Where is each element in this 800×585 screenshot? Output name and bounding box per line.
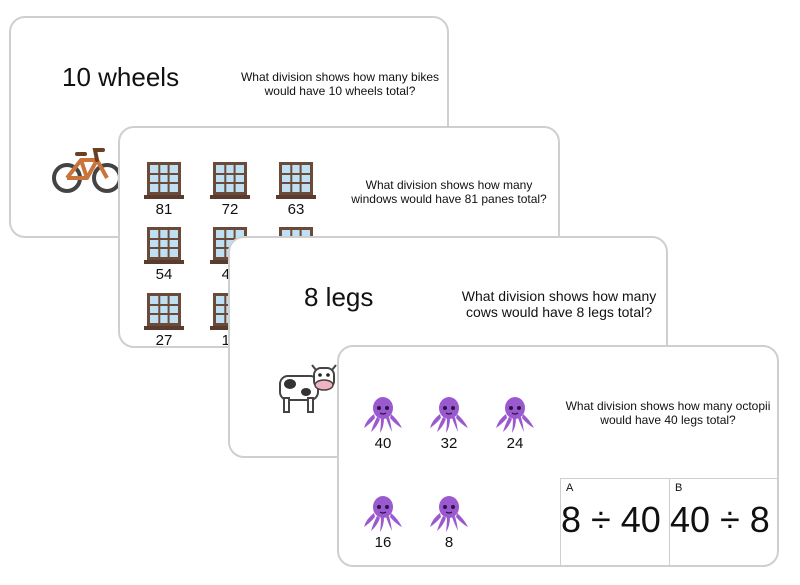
octopus-item: 8 bbox=[427, 493, 471, 551]
window-item: 54 bbox=[142, 225, 186, 283]
card-title: 8 legs bbox=[304, 282, 374, 312]
item-label: 24 bbox=[506, 435, 524, 452]
octopus-item: 32 bbox=[427, 394, 471, 452]
item-label: 63 bbox=[287, 201, 305, 218]
question-text: What division shows how many windows wou… bbox=[351, 178, 547, 206]
answer-option-b[interactable]: B 40 ÷ 8 bbox=[670, 479, 777, 565]
item-label: 54 bbox=[155, 266, 173, 283]
octopus-item: 24 bbox=[493, 394, 537, 452]
window-icon bbox=[276, 162, 316, 199]
octopus-icon bbox=[430, 496, 468, 532]
octopus-item: 40 bbox=[361, 394, 405, 452]
window-icon bbox=[144, 293, 184, 330]
window-item: 63 bbox=[274, 160, 318, 218]
card-octopii[interactable]: What division shows how many octopii wou… bbox=[337, 345, 779, 567]
answer-expression: 8 ÷ 40 bbox=[561, 499, 661, 540]
card-title: 10 wheels bbox=[62, 62, 180, 92]
answer-letter: A bbox=[566, 482, 574, 494]
question-text: What division shows how many cows would … bbox=[461, 288, 657, 320]
item-label: 8 bbox=[444, 534, 454, 551]
answer-option-a[interactable]: A 8 ÷ 40 bbox=[561, 479, 670, 565]
item-label: 32 bbox=[440, 435, 458, 452]
window-item: 81 bbox=[142, 160, 186, 218]
window-icon bbox=[144, 162, 184, 199]
window-item: 27 bbox=[142, 291, 186, 348]
answer-expression: 40 ÷ 8 bbox=[670, 499, 770, 540]
item-label: 81 bbox=[155, 201, 173, 218]
octopus-item: 16 bbox=[361, 493, 405, 551]
question-text: What division shows how many octopii wou… bbox=[565, 399, 771, 427]
window-icon bbox=[144, 227, 184, 264]
question-text: What division shows how many bikes would… bbox=[240, 70, 440, 98]
octopus-icon bbox=[364, 496, 402, 532]
item-label: 72 bbox=[221, 201, 239, 218]
octopus-icon bbox=[430, 397, 468, 433]
window-item: 72 bbox=[208, 160, 252, 218]
cow-icon bbox=[274, 362, 338, 423]
bicycle-icon bbox=[51, 144, 123, 201]
window-icon bbox=[210, 162, 250, 199]
octopus-icon bbox=[364, 397, 402, 433]
item-label: 40 bbox=[374, 435, 392, 452]
item-label: 16 bbox=[374, 534, 392, 551]
answer-letter: B bbox=[675, 482, 683, 494]
item-label: 27 bbox=[155, 332, 173, 348]
answer-choices: A 8 ÷ 40 B 40 ÷ 8 bbox=[560, 478, 777, 565]
octopus-icon bbox=[496, 397, 534, 433]
